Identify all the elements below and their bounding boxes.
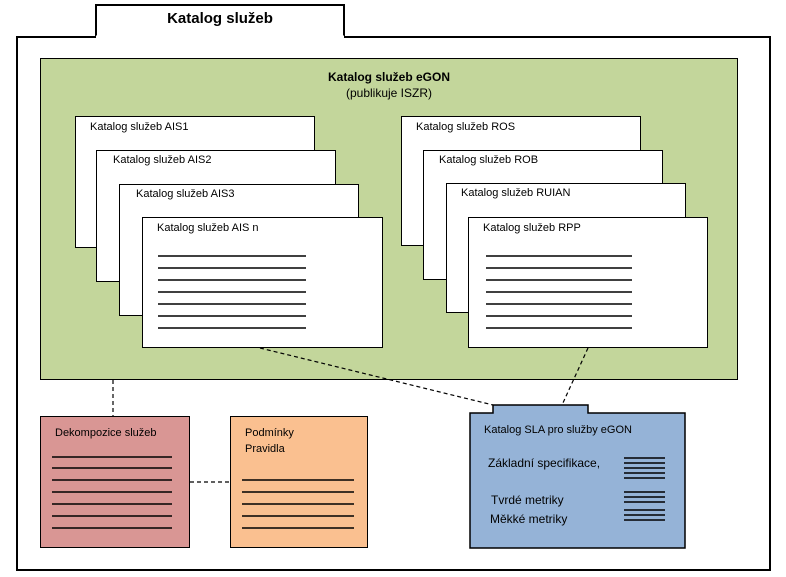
ais1-page-label: Katalog služeb AIS1 <box>90 121 189 133</box>
ais2-page-label: Katalog služeb AIS2 <box>113 154 212 166</box>
decomposition-text-lines <box>52 456 172 529</box>
conditions-line2: Pravidla <box>245 443 285 455</box>
decomposition-title: Dekompozice služeb <box>55 427 157 439</box>
sla-text-lines <box>624 457 665 521</box>
sla-title: Katalog SLA pro služby eGON <box>484 424 632 436</box>
conditions-line1: Podmínky <box>245 427 294 439</box>
aisn-text-lines <box>158 255 306 329</box>
egon-subtitle: (publikuje ISZR) <box>345 86 433 100</box>
rob-page-label: Katalog služeb ROB <box>439 154 539 166</box>
egon-title: Katalog služeb eGON <box>327 70 451 84</box>
decomposition-box: Dekompozice služeb <box>40 416 190 548</box>
ros-page-label: Katalog služeb ROS <box>416 121 516 133</box>
sla-soft-metrics: Měkké metriky <box>490 512 568 526</box>
ais3-page-label: Katalog služeb AIS3 <box>136 188 235 200</box>
rpp-page: Katalog služeb RPP <box>468 217 708 348</box>
sla-hard-metrics: Tvrdé metriky <box>491 493 564 507</box>
conditions-box: Podmínky Pravidla <box>230 416 368 548</box>
rpp-text-lines <box>486 255 632 329</box>
catalog-title: Katalog služeb <box>167 10 273 27</box>
conditions-text-lines <box>242 479 354 529</box>
rpp-page-label: Katalog služeb RPP <box>483 222 581 234</box>
sla-basic-spec: Základní specifikace, <box>488 456 601 470</box>
aisn-page-label: Katalog služeb AIS n <box>157 222 259 234</box>
dashed-connectors <box>112 347 589 483</box>
ruian-page-label: Katalog služeb RUIAN <box>461 187 571 199</box>
aisn-page: Katalog služeb AIS n <box>142 217 383 348</box>
